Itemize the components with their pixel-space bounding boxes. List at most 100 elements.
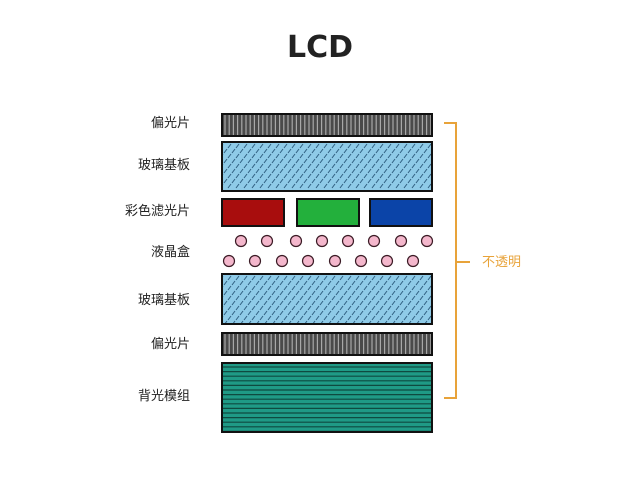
glass-dash xyxy=(371,173,376,179)
glass-dash xyxy=(275,143,280,149)
glass-dash xyxy=(251,275,256,281)
polarizer-bottom-outline xyxy=(221,332,433,356)
glass-dash xyxy=(263,158,268,164)
glass-dash xyxy=(419,173,424,179)
glass-dash xyxy=(303,310,308,316)
glass-dash xyxy=(295,300,300,306)
polarizer-top-stripes xyxy=(224,114,432,136)
glass-dash xyxy=(363,285,368,291)
glass-dash xyxy=(299,285,304,291)
glass-dash xyxy=(291,183,296,189)
polarizer-top-fill xyxy=(222,114,432,136)
glass-dash xyxy=(271,178,276,184)
glass-dash xyxy=(263,300,268,306)
glass-dash xyxy=(259,285,264,291)
glass-dash xyxy=(371,285,376,291)
glass-dash xyxy=(339,153,344,159)
glass-dash xyxy=(295,310,300,316)
glass-dash xyxy=(339,183,344,189)
glass-dash xyxy=(419,183,424,189)
liquid-crystal-molecule xyxy=(367,234,381,248)
glass-dash xyxy=(287,178,292,184)
liquid-crystal-molecule xyxy=(380,254,394,268)
glass-dash xyxy=(243,285,248,291)
glass-dash xyxy=(415,280,420,286)
glass-dash xyxy=(359,290,364,296)
glass-dash xyxy=(283,183,288,189)
glass-dash xyxy=(267,295,272,301)
glass-dash xyxy=(363,143,368,149)
glass-dash xyxy=(227,183,232,189)
glass-dash xyxy=(339,285,344,291)
glass-dash xyxy=(235,153,240,159)
glass-dash xyxy=(231,300,236,306)
glass-dash xyxy=(315,163,320,169)
glass-dash xyxy=(307,315,312,321)
glass-dash xyxy=(231,310,236,316)
glass-dash xyxy=(319,280,324,286)
glass-dash xyxy=(343,280,348,286)
color-filter-green xyxy=(296,198,360,227)
glass-dash xyxy=(399,290,404,296)
glass-dash xyxy=(271,168,276,174)
glass-dash xyxy=(319,148,324,154)
glass-dash xyxy=(243,275,248,281)
glass-dash xyxy=(387,163,392,169)
glass-dash xyxy=(379,275,384,281)
liquid-crystal-molecule xyxy=(328,254,342,268)
glass-dash xyxy=(279,178,284,184)
liquid-crystal-molecule xyxy=(315,234,329,248)
glass-dash xyxy=(375,280,380,286)
glass-dash xyxy=(347,183,352,189)
glass-dash xyxy=(343,300,348,306)
glass-dash xyxy=(411,163,416,169)
glass-dash xyxy=(259,275,264,281)
glass-dash xyxy=(411,173,416,179)
glass-dash xyxy=(303,300,308,306)
glass-dash xyxy=(423,300,428,306)
glass-dash xyxy=(315,305,320,311)
glass-dash xyxy=(371,163,376,169)
glass-dash xyxy=(323,173,328,179)
glass-dash xyxy=(359,300,364,306)
glass-dash xyxy=(423,158,428,164)
glass-dash xyxy=(315,143,320,149)
glass-dash xyxy=(423,290,428,296)
glass-dash xyxy=(415,158,420,164)
glass-dash xyxy=(323,305,328,311)
glass-dash xyxy=(355,285,360,291)
glass-dash xyxy=(355,153,360,159)
glass-dash xyxy=(255,300,260,306)
glass-dash xyxy=(279,148,284,154)
glass-dash xyxy=(267,183,272,189)
backlight-fill xyxy=(222,363,432,432)
glass-dash xyxy=(343,310,348,316)
glass-dash xyxy=(291,315,296,321)
glass-dash xyxy=(335,168,340,174)
glass-dash xyxy=(375,310,380,316)
glass-dash xyxy=(387,315,392,321)
glass-dash xyxy=(387,285,392,291)
glass-dash xyxy=(395,305,400,311)
glass-dash xyxy=(419,315,424,321)
glass-dash xyxy=(355,183,360,189)
glass-dash xyxy=(303,178,308,184)
backlight-lines xyxy=(222,366,432,432)
glass-dash xyxy=(347,295,352,301)
glass-dash xyxy=(247,148,252,154)
glass-dash xyxy=(411,315,416,321)
glass-dash xyxy=(335,148,340,154)
glass-dash xyxy=(351,158,356,164)
glass-dash xyxy=(251,305,256,311)
glass-dash xyxy=(379,143,384,149)
glass-dash xyxy=(291,295,296,301)
liquid-crystal-molecule xyxy=(301,254,315,268)
glass-dash xyxy=(255,148,260,154)
glass-dash xyxy=(419,305,424,311)
glass-dash xyxy=(331,153,336,159)
liquid-crystal-molecule xyxy=(289,234,303,248)
glass-dash xyxy=(291,143,296,149)
glass-dash xyxy=(407,168,412,174)
glass-dash xyxy=(371,305,376,311)
glass-dash xyxy=(279,280,284,286)
